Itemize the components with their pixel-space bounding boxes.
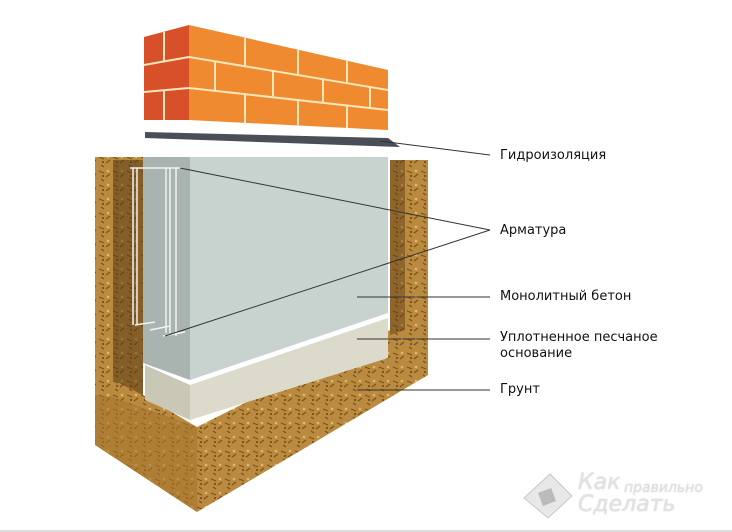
- label-sand-line2: основание: [500, 346, 573, 361]
- leader-waterproofing: [379, 140, 491, 156]
- leader-rebar-2: [164, 229, 491, 337]
- brick-wall: [143, 25, 389, 130]
- watermark-logo: Как правильно Сделать: [520, 470, 725, 520]
- rebar: [130, 167, 186, 337]
- sand-base: [145, 318, 388, 420]
- leader-rebar-1: [179, 167, 491, 231]
- label-sand-line1: Уплотненное песчаное: [500, 330, 658, 345]
- logo-word-3: Сделать: [578, 492, 676, 517]
- label-rebar: Арматура: [500, 223, 567, 238]
- label-waterproofing: Гидроизоляция: [500, 148, 607, 163]
- waterproofing-sheet: [145, 132, 400, 147]
- house-icon: [523, 473, 573, 519]
- concrete-block: [143, 157, 388, 380]
- label-soil: Грунт: [500, 382, 540, 397]
- soil: [95, 157, 428, 512]
- label-concrete: Монолитный бетон: [500, 289, 632, 304]
- logo-word-1: Как: [578, 470, 621, 495]
- logo-word-2: правильно: [624, 480, 703, 496]
